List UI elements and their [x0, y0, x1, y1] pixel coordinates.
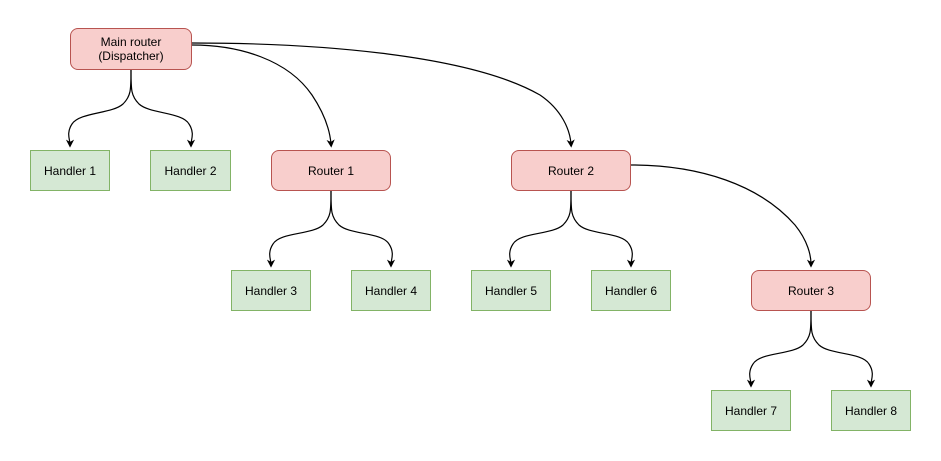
node-handler-2[interactable]: Handler 2: [150, 150, 231, 191]
node-handler-3[interactable]: Handler 3: [231, 270, 311, 311]
node-label-handler-7: Handler 7: [724, 403, 778, 418]
node-router-3[interactable]: Router 3: [751, 270, 871, 311]
edge-router-2-to-router-3: [630, 164, 816, 268]
edge-router-1-to-handler-3: [266, 190, 332, 268]
edge-main-router-to-handler-2: [130, 69, 196, 148]
node-handler-7[interactable]: Handler 7: [711, 390, 791, 431]
node-label-handler-6: Handler 6: [604, 283, 658, 298]
node-label-handler-8: Handler 8: [844, 403, 898, 418]
node-router-1[interactable]: Router 1: [271, 150, 391, 191]
edge-router-2-to-handler-5: [506, 190, 572, 268]
node-label-main-router: Main router (Dispatcher): [98, 35, 164, 63]
edge-router-3-to-handler-8: [810, 310, 876, 388]
node-handler-4[interactable]: Handler 4: [351, 270, 431, 311]
edge-router-1-to-handler-4: [330, 190, 396, 268]
node-handler-6[interactable]: Handler 6: [591, 270, 671, 311]
node-handler-1[interactable]: Handler 1: [30, 150, 110, 191]
node-handler-5[interactable]: Handler 5: [471, 270, 551, 311]
node-handler-8[interactable]: Handler 8: [831, 390, 911, 431]
node-label-router-2: Router 2: [547, 163, 595, 178]
node-label-handler-3: Handler 3: [244, 283, 298, 298]
edge-main-router-to-handler-1: [65, 69, 132, 148]
node-label-handler-1: Handler 1: [43, 163, 97, 178]
edge-main-router-to-router-2: [191, 42, 575, 148]
edge-router-3-to-handler-7: [746, 310, 812, 388]
node-label-router-3: Router 3: [787, 283, 835, 298]
edge-router-2-to-handler-6: [570, 190, 636, 268]
node-router-2[interactable]: Router 2: [511, 150, 631, 191]
node-main-router[interactable]: Main router (Dispatcher): [70, 28, 192, 70]
node-label-handler-4: Handler 4: [364, 283, 418, 298]
node-label-handler-5: Handler 5: [484, 283, 538, 298]
node-label-router-1: Router 1: [307, 163, 355, 178]
edge-main-router-to-router-1: [191, 44, 335, 148]
node-label-handler-2: Handler 2: [164, 163, 217, 178]
